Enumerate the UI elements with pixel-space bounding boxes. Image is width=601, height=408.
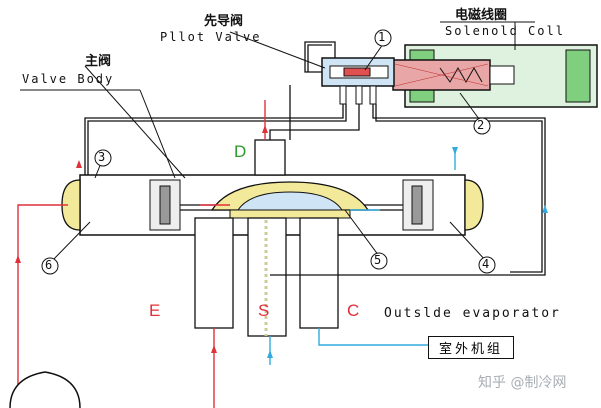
- compressor: [9, 371, 81, 408]
- pilot-valve-en-label: Pllot Valve: [160, 30, 262, 44]
- callout-3: 3: [98, 150, 106, 164]
- red-pipes: [17, 100, 266, 408]
- bottom-ports: [194, 217, 339, 337]
- pilot-valve-cn-label: 先导阀: [204, 14, 244, 29]
- port-s-label: S: [258, 301, 270, 320]
- port-e-label: E: [149, 301, 161, 320]
- solenoid-coil: [392, 44, 598, 108]
- callout-circles: [41, 29, 496, 275]
- watermark: 知乎 @制冷网: [478, 375, 567, 391]
- callout-1: 1: [378, 30, 386, 44]
- solenoid-en-label: Solenold Coll: [445, 24, 565, 38]
- callout-4: 4: [482, 257, 490, 271]
- outside-evaporator-label: Outslde evaporator: [384, 306, 561, 321]
- valve-body-en-label: Valve Body: [22, 72, 115, 86]
- pilot-valve: [321, 57, 395, 105]
- callout-6: 6: [45, 258, 53, 272]
- flow-arrows-blue: [267, 147, 548, 358]
- solenoid-cn-label: 电磁线圈: [455, 8, 508, 23]
- leader-lines: [20, 21, 535, 264]
- callout-5: 5: [374, 253, 382, 267]
- port-d-label: D: [234, 142, 247, 161]
- port-c-label: C: [347, 301, 360, 320]
- slide-valve: [210, 181, 370, 219]
- flow-arrows-red: [15, 125, 268, 353]
- main-valve-cn-label: 主阀: [85, 54, 112, 69]
- outdoor-unit-label: 室外机组: [428, 336, 515, 359]
- discharge-tube: [254, 139, 286, 176]
- capillary-tubes: [84, 41, 546, 276]
- callout-2: 2: [477, 118, 485, 132]
